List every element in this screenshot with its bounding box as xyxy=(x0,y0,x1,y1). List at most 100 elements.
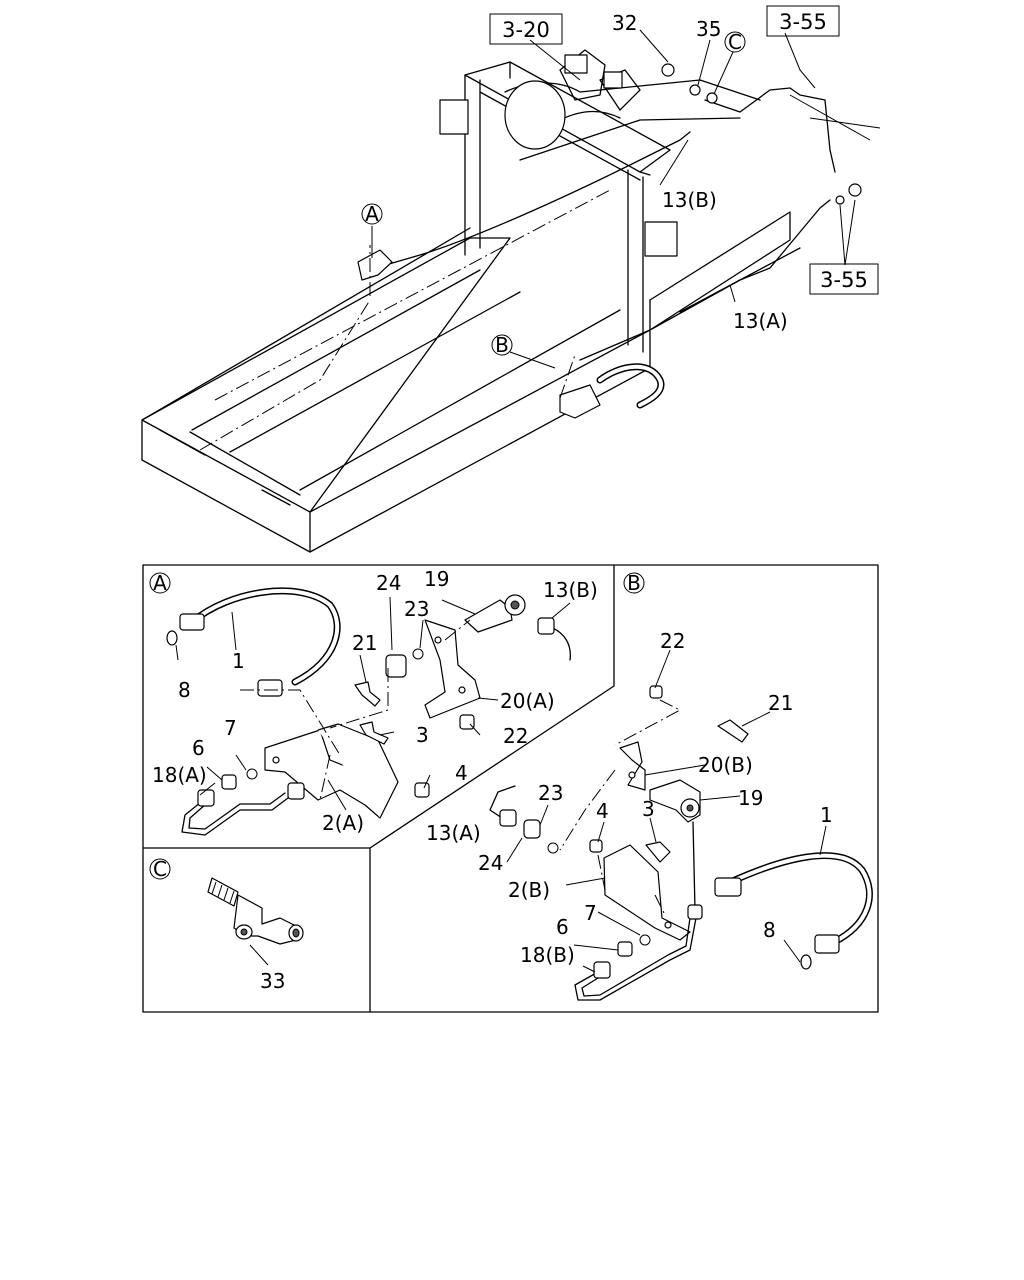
callout-circle-c xyxy=(724,31,746,53)
bracket-2b xyxy=(603,844,691,941)
fitting-32 xyxy=(661,63,675,77)
brake-pipe-upper xyxy=(704,87,836,173)
label-32: 32 xyxy=(612,11,637,35)
bolt-3-a xyxy=(359,721,389,745)
label-13b-overview: 13(B) xyxy=(662,188,717,212)
label-b-22: 22 xyxy=(660,629,685,653)
washer-7-b xyxy=(639,934,651,946)
label-b-6: 6 xyxy=(556,915,569,939)
washer-8-b xyxy=(800,954,812,970)
bracket-a-overview xyxy=(357,249,393,281)
crossmember-top xyxy=(464,61,671,173)
label-a-7: 7 xyxy=(224,716,237,740)
valve-body xyxy=(564,54,588,74)
panel-a-tag-circle xyxy=(149,572,171,594)
bracket-20b xyxy=(619,741,646,791)
label-c-33: 33 xyxy=(260,969,285,993)
frame-rail-left xyxy=(141,237,511,553)
brake-pipe-13a xyxy=(579,199,831,361)
flex-hose-1-b xyxy=(731,852,873,946)
crossmember-upright-right xyxy=(627,169,651,353)
label-b-7: 7 xyxy=(584,901,597,925)
fitting-right-2 xyxy=(835,195,845,205)
washer-23-b xyxy=(547,842,559,854)
label-b-21: 21 xyxy=(768,691,793,715)
tee-19-b-pipe xyxy=(692,821,696,911)
label-b-18b: 18(B) xyxy=(520,943,575,967)
bump-block-top xyxy=(439,99,469,135)
crossmember-upright-left xyxy=(464,74,641,256)
label-a-21: 21 xyxy=(352,631,377,655)
detail-frame xyxy=(142,564,879,1013)
bolt-3-b xyxy=(645,841,671,863)
callout-a: A xyxy=(365,202,379,226)
panel-a-tag: A xyxy=(153,571,167,595)
label-b-2b: 2(B) xyxy=(508,878,550,902)
pipe-18a-2 xyxy=(188,792,286,830)
pipe-18b-nut-top xyxy=(687,904,703,920)
ref-3-20: 3-20 xyxy=(502,18,550,42)
centerline-3 xyxy=(214,189,611,401)
label-a-6: 6 xyxy=(192,736,205,760)
label-a-1: 1 xyxy=(232,649,245,673)
panel-b-centerlines xyxy=(559,699,682,916)
bolt-21-a xyxy=(354,681,381,707)
tee-33-port-right-inner xyxy=(292,928,300,938)
callout-circle-b xyxy=(491,334,513,356)
pipe-18b-nut xyxy=(593,961,611,979)
nut-22-b xyxy=(649,685,663,699)
pipe-18b-2 xyxy=(581,917,691,997)
panel-c-tag-circle xyxy=(149,858,171,880)
ref-3-55-bottom: 3-55 xyxy=(820,268,868,292)
nut-24-a xyxy=(385,654,407,678)
label-a-8: 8 xyxy=(178,678,191,702)
pipe-13a-end xyxy=(489,785,516,821)
tee-33-leader xyxy=(249,944,269,966)
frame-inner-rail xyxy=(191,269,621,491)
panel-a-leaders xyxy=(175,596,571,811)
nut-22-a xyxy=(459,714,475,730)
tee-33-port-bottom-inner xyxy=(240,928,248,936)
tee-19-b-port-inner xyxy=(686,804,694,812)
brake-pipe-13b xyxy=(374,131,691,269)
nut-6-b xyxy=(617,941,633,957)
washer-7-a xyxy=(246,768,258,780)
label-b-4: 4 xyxy=(596,799,609,823)
overview-labels: 3-20 3-55 3-55 A B C 32 35 13(B) 13(A) xyxy=(361,5,879,357)
flex-hose-1-a-inner xyxy=(190,588,340,684)
label-a-2a: 2(A) xyxy=(322,811,364,835)
bracket-2a xyxy=(264,729,381,819)
panel-c-tag: C xyxy=(153,857,167,881)
label-b-24: 24 xyxy=(478,851,503,875)
hose-fitting-bottom-a xyxy=(257,679,283,697)
bolt-21-b xyxy=(717,719,749,743)
bracket-b-overview xyxy=(559,384,601,419)
bracket-20a xyxy=(424,619,481,719)
panel-b: B 22 xyxy=(426,571,873,1001)
label-b-20b: 20(B) xyxy=(698,753,753,777)
ref-3-55-top: 3-55 xyxy=(779,10,827,34)
bump-block-right xyxy=(644,221,678,257)
label-b-23: 23 xyxy=(538,781,563,805)
label-a-18a: 18(A) xyxy=(152,763,207,787)
label-a-20a: 20(A) xyxy=(500,689,555,713)
chassis-overview xyxy=(141,29,881,553)
hose-fitting-bottom-b xyxy=(814,934,840,954)
bracket-2b-hole xyxy=(664,921,672,929)
callout-c: C xyxy=(728,30,742,54)
label-b-1: 1 xyxy=(820,803,833,827)
washer-8-a xyxy=(166,630,178,646)
tee-33-threads xyxy=(211,881,235,904)
label-b-19: 19 xyxy=(738,786,763,810)
ref-box-3-55-top xyxy=(766,5,840,37)
panel-b-tag-circle xyxy=(623,572,645,594)
tee-c-overview xyxy=(706,92,718,104)
pipe-18a-nut-left xyxy=(197,789,215,807)
valve-body-2 xyxy=(603,71,623,89)
label-a-4: 4 xyxy=(455,761,468,785)
label-b-13a: 13(A) xyxy=(426,821,481,845)
nut-4-a xyxy=(414,782,430,798)
ref-box-3-55-bottom xyxy=(809,263,879,295)
tee-19-a-port-inner xyxy=(510,600,520,610)
